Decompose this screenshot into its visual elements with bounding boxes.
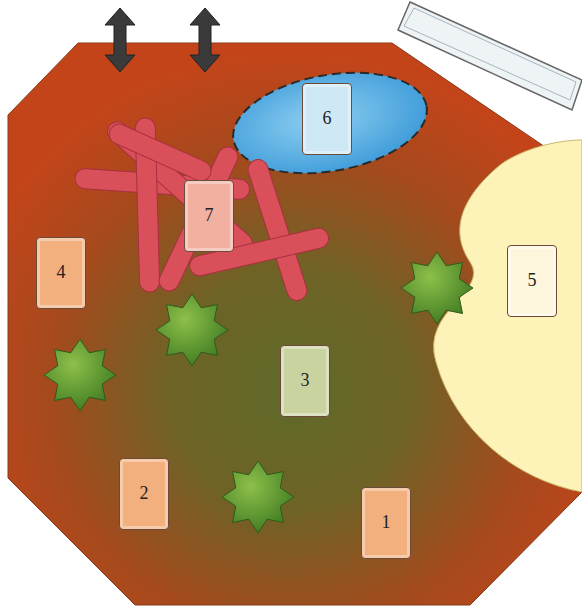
callout-number: 4	[57, 263, 66, 283]
numbered-box: 4	[36, 237, 86, 309]
callout-number: 7	[205, 206, 214, 226]
log-pile	[74, 118, 330, 303]
glass-panel-inner	[404, 8, 576, 100]
callout-number: 2	[140, 484, 149, 504]
bush	[44, 339, 116, 411]
bush	[222, 461, 294, 533]
callout-number: 5	[528, 271, 537, 291]
sand-area	[434, 140, 582, 492]
numbered-box: 3	[280, 345, 330, 417]
bush	[401, 252, 473, 324]
numbered-box: 5	[507, 245, 557, 317]
entry-arrow	[190, 8, 220, 72]
callout-number: 6	[323, 109, 332, 129]
numbered-box: 1	[361, 487, 411, 559]
glass-panel	[398, 2, 582, 110]
numbered-box: 6	[302, 83, 352, 155]
bush	[156, 294, 228, 366]
callout-number: 1	[382, 513, 391, 533]
numbered-box: 2	[119, 458, 169, 530]
callout-number: 3	[301, 371, 310, 391]
numbered-box: 7	[184, 180, 234, 252]
ground-area	[8, 43, 582, 605]
entry-arrow	[105, 8, 135, 72]
